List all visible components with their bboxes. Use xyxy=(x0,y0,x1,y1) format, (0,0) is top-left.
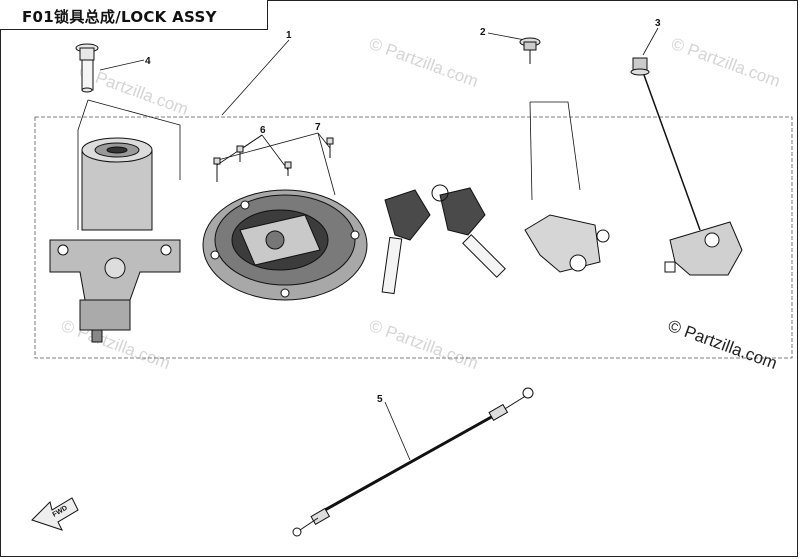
callout-6: 6 xyxy=(260,125,266,136)
leader-lines xyxy=(77,27,659,461)
keys xyxy=(381,184,506,295)
callout-1: 1 xyxy=(286,30,292,41)
diagram-title: F01锁具总成/LOCK ASSY xyxy=(22,8,217,26)
part-2-bolt xyxy=(519,37,541,64)
part-4-pin xyxy=(75,43,99,93)
part-1-fuel-cap xyxy=(202,189,368,301)
ignition-switch xyxy=(49,137,181,343)
title-box: F01锁具总成/LOCK ASSY xyxy=(0,0,268,30)
part-3-bolt xyxy=(630,57,701,231)
watermark-5: © Partzilla.com xyxy=(367,316,481,373)
watermark-2: © Partzilla.com xyxy=(367,34,481,91)
part-6-screws xyxy=(213,137,334,182)
callout-5: 5 xyxy=(377,394,383,405)
part-5-cable xyxy=(292,387,534,537)
watermark-1: © Partzilla.com xyxy=(77,62,191,119)
callout-7: 7 xyxy=(315,122,321,133)
helmet-lock-bracket xyxy=(664,221,743,276)
fwd-arrow: FWD xyxy=(31,497,79,531)
callout-2: 2 xyxy=(480,27,486,38)
callout-3: 3 xyxy=(655,18,661,29)
callout-4: 4 xyxy=(145,56,151,67)
seat-lock xyxy=(524,214,610,273)
watermark-3: © Partzilla.com xyxy=(669,34,783,91)
assembly-outline xyxy=(34,116,793,359)
